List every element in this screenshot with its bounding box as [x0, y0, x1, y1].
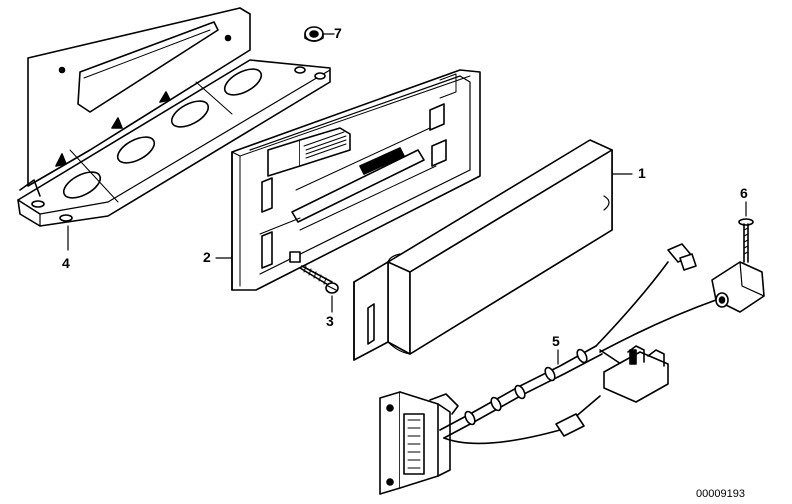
wiring-harness [380, 244, 764, 494]
control-unit [354, 140, 612, 360]
small-screw [739, 219, 753, 262]
screw [300, 266, 338, 293]
callout-2: 2 [203, 249, 211, 265]
callout-4: 4 [62, 255, 70, 271]
document-id: 00009193 [696, 488, 745, 500]
mounting-bracket [18, 8, 330, 226]
callout-6: 6 [740, 185, 748, 201]
callout-7: 7 [334, 25, 342, 41]
callout-1: 1 [638, 165, 646, 181]
nut [305, 27, 323, 41]
holder-plate [232, 70, 480, 290]
callout-5: 5 [552, 333, 560, 349]
callout-3: 3 [326, 313, 334, 329]
